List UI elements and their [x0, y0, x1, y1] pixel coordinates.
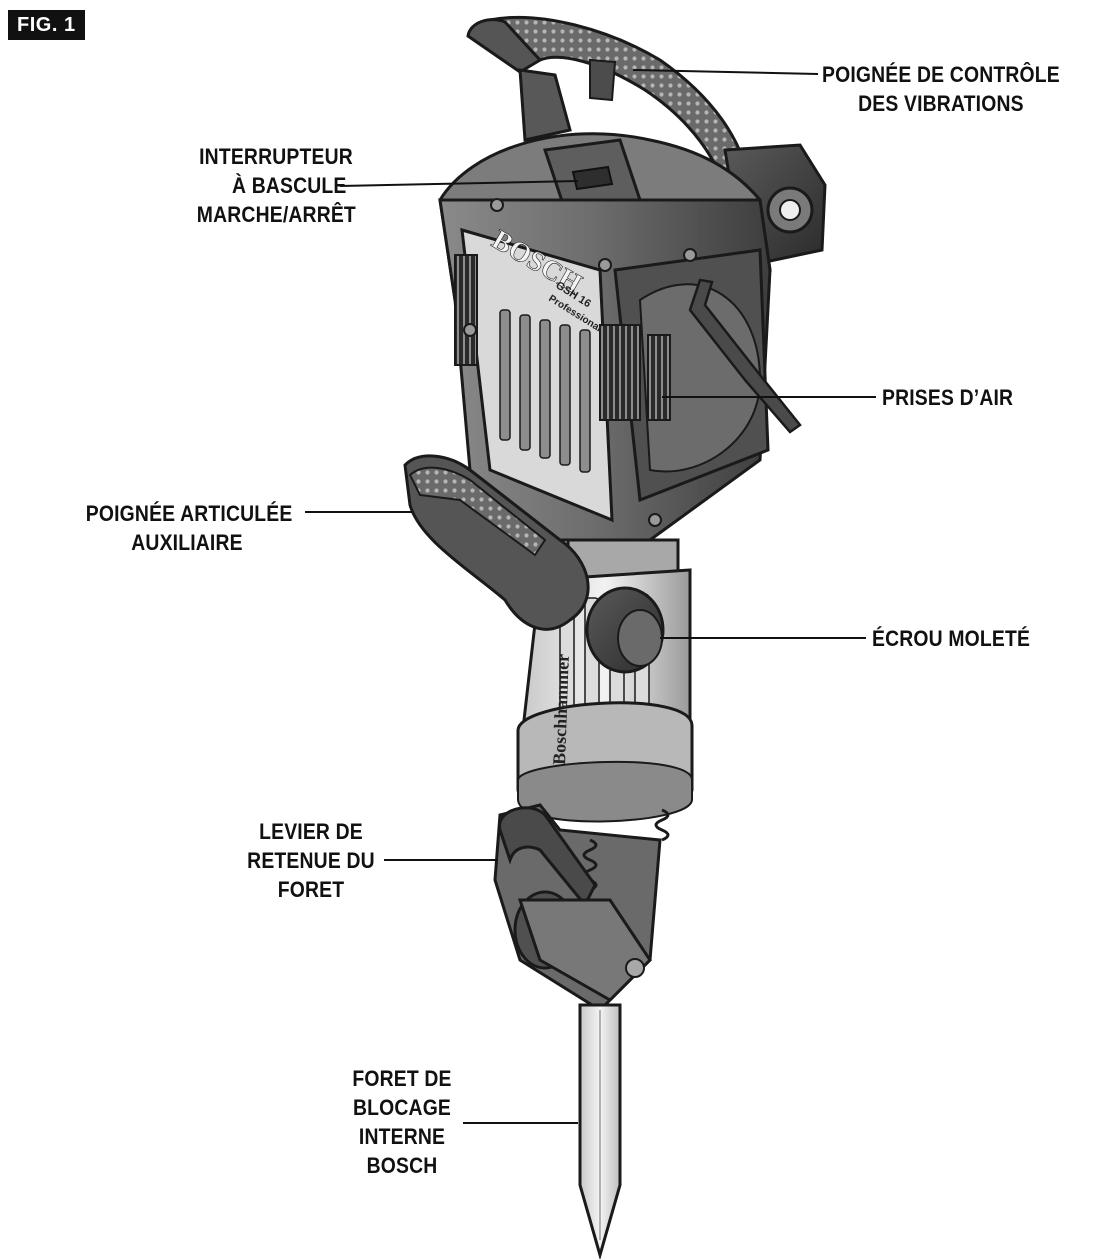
- label-line: MARCHE/ARRÊT: [196, 202, 356, 227]
- label-line: INTERRUPTEUR: [199, 144, 353, 169]
- label-thumb-nut: ÉCROU MOLETÉ: [872, 624, 1030, 653]
- label-line: POIGNÉE DE CONTRÔLE: [822, 62, 1060, 87]
- leader-lines: [305, 69, 876, 1124]
- motor-housing: [438, 132, 772, 542]
- chisel-bit: [578, 1003, 622, 1259]
- power-cord: [688, 278, 802, 434]
- label-line: PRISES D’AIR: [882, 385, 1014, 410]
- shaft-brand-text: Boschhammer: [549, 654, 573, 766]
- label-aux-handle: POIGNÉE ARTICULÉE AUXILIAIRE: [85, 499, 293, 557]
- label-bit-lever: LEVIER DE RETENUE DU FORET: [245, 817, 377, 904]
- label-line: INTERNE: [358, 1124, 446, 1149]
- label-line: BLOCAGE: [352, 1095, 452, 1120]
- label-line: RETENUE DU: [247, 848, 375, 873]
- auxiliary-handle: [403, 454, 665, 674]
- label-line: POIGNÉE ARTICULÉE: [85, 501, 293, 526]
- label-line: BOSCH: [366, 1153, 438, 1178]
- label-vibration-handle: POIGNÉE DE CONTRÔLE DES VIBRATIONS: [822, 60, 1060, 118]
- label-line: FORET DE: [352, 1066, 452, 1091]
- label-line: À BASCULE: [232, 173, 347, 198]
- figure-tag: FIG. 1: [8, 10, 85, 40]
- vibration-handle: [466, 15, 827, 264]
- label-rocker-switch: INTERRUPTEUR À BASCULE MARCHE/ARRÊT: [196, 142, 356, 229]
- bit-retainer: [493, 803, 670, 1012]
- label-line: LEVIER DE: [259, 819, 363, 844]
- leader-vibration-handle: [632, 69, 819, 75]
- label-line: DES VIBRATIONS: [858, 91, 1024, 116]
- label-air-vents: PRISES D’AIR: [882, 383, 1013, 412]
- leader-rocker-switch: [339, 180, 579, 187]
- label-line: ÉCROU MOLETÉ: [872, 626, 1031, 651]
- label-line: AUXILIAIRE: [131, 530, 243, 555]
- label-bit: FORET DE BLOCAGE INTERNE BOSCH: [349, 1064, 455, 1180]
- label-line: FORET: [277, 877, 345, 902]
